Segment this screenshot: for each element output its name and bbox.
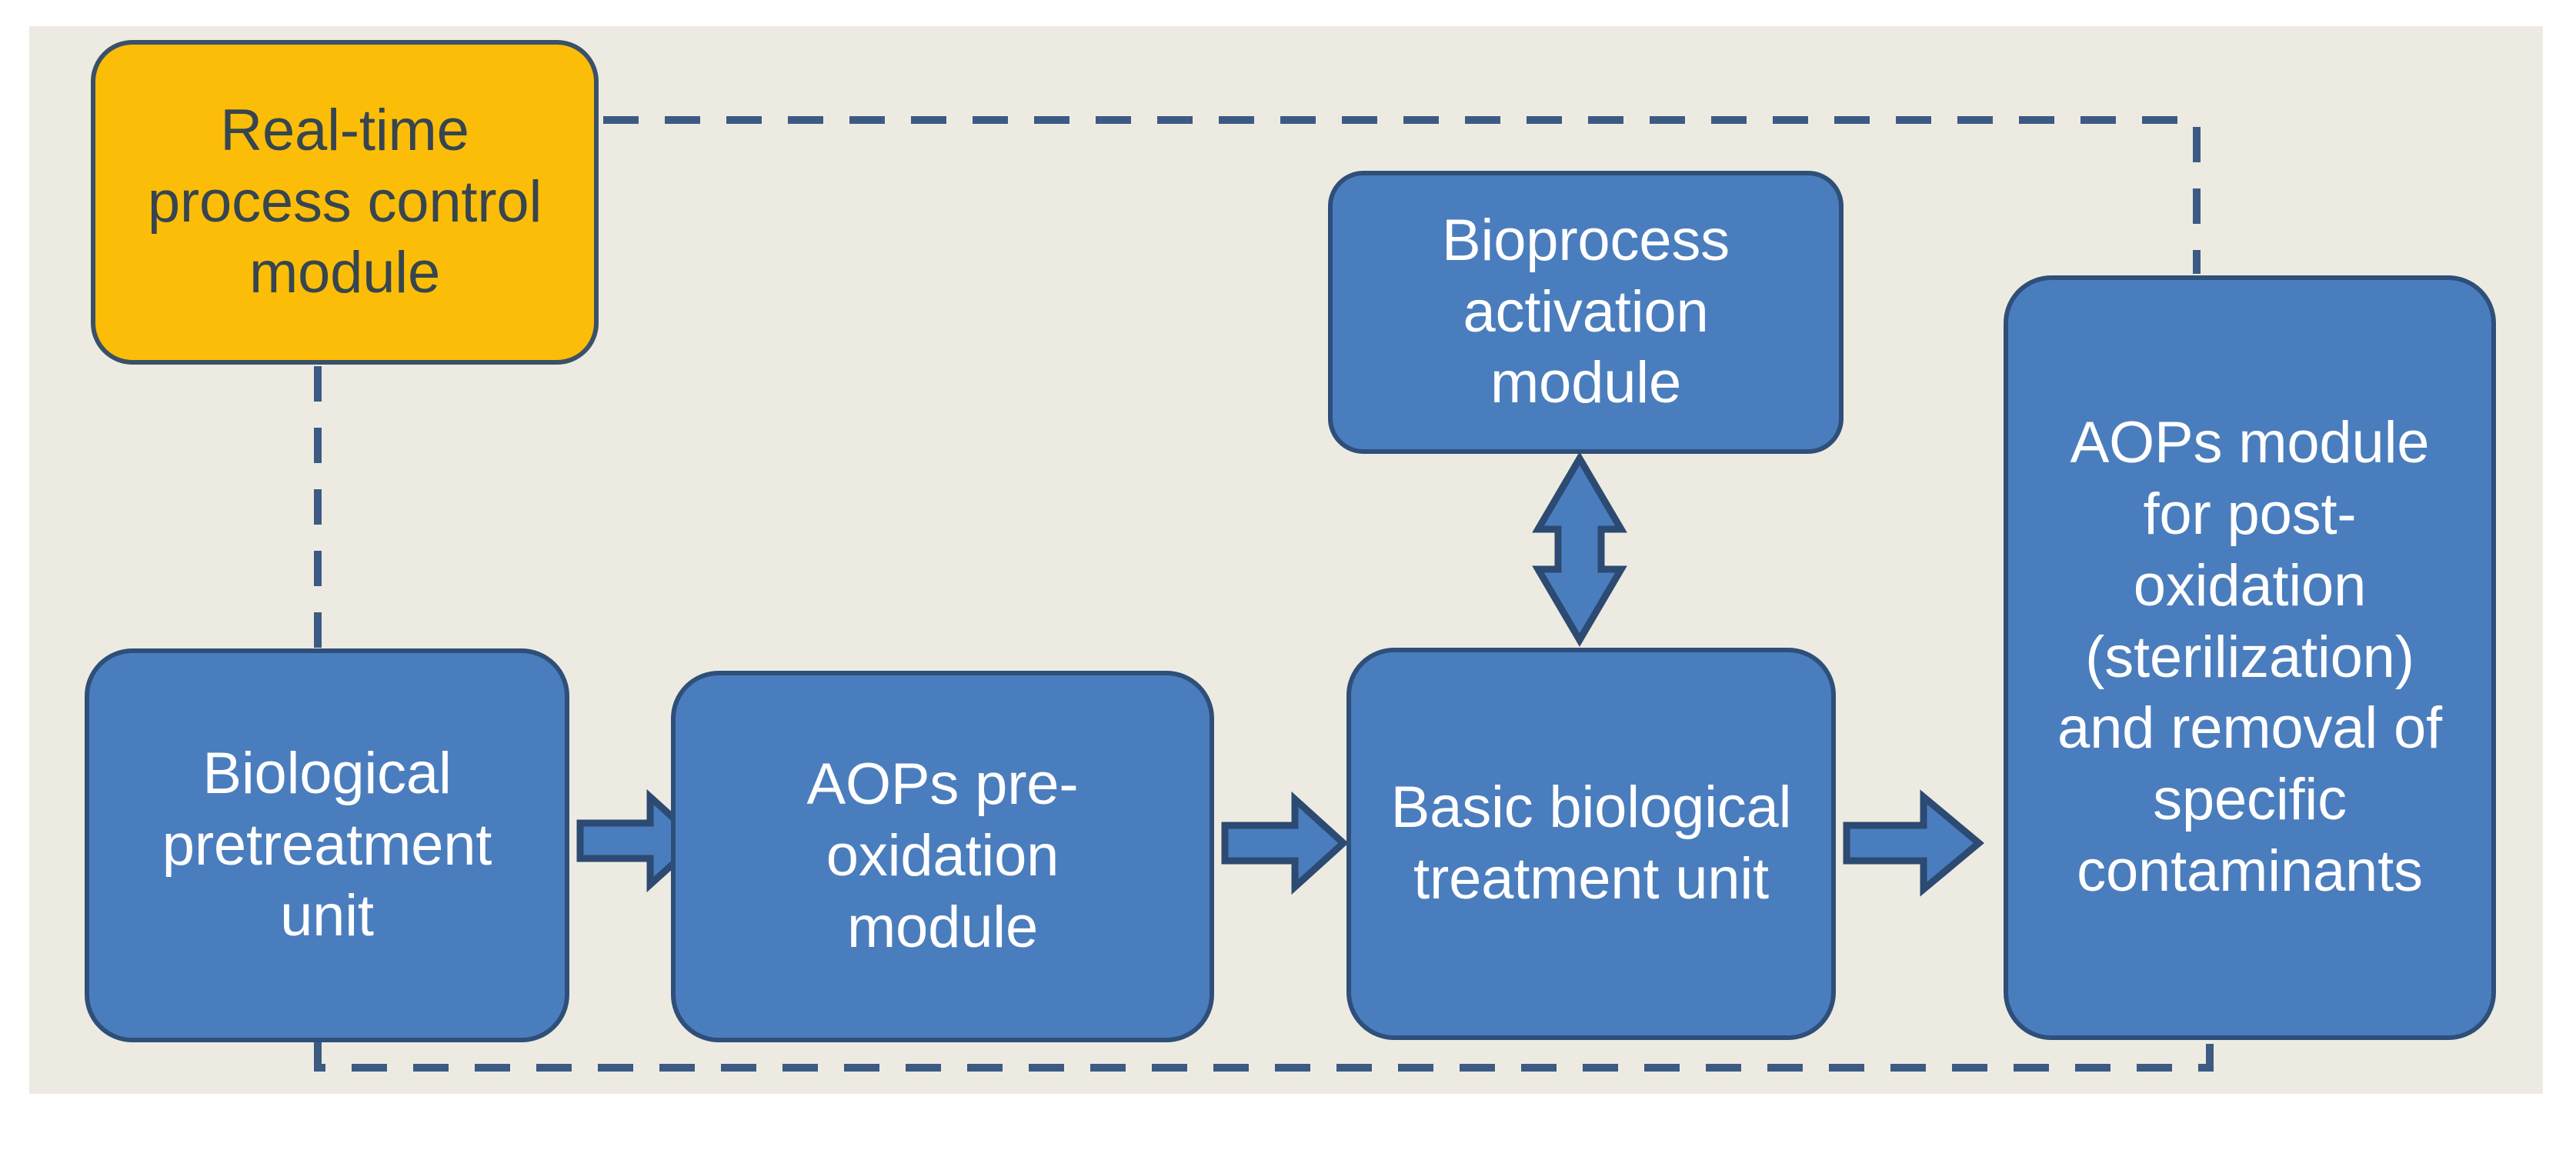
node-bioprocess-activation-module[interactable]: Bioprocess activation module [1328,171,1844,454]
node-label-pretreatment: Biological pretreatment unit [162,740,492,949]
node-aops-pre-oxidation-module[interactable]: AOPs pre- oxidation module [671,671,1214,1042]
node-real-time-process-control-module[interactable]: Real-time process control module [91,40,599,365]
node-label-postox: AOPs module for post- oxidation (sterili… [2057,410,2442,904]
node-aops-post-oxidation-module[interactable]: AOPs module for post- oxidation (sterili… [2004,275,2496,1040]
node-label-control: Real-time process control module [147,97,542,306]
node-basic-biological-treatment-unit[interactable]: Basic biological treatment unit [1346,648,1836,1040]
node-label-preox: AOPs pre- oxidation module [806,752,1079,960]
node-biological-pretreatment-unit[interactable]: Biological pretreatment unit [85,648,569,1042]
node-label-basicbio: Basic biological treatment unit [1390,775,1792,912]
node-label-bioactivation: Bioprocess activation module [1442,207,1730,416]
